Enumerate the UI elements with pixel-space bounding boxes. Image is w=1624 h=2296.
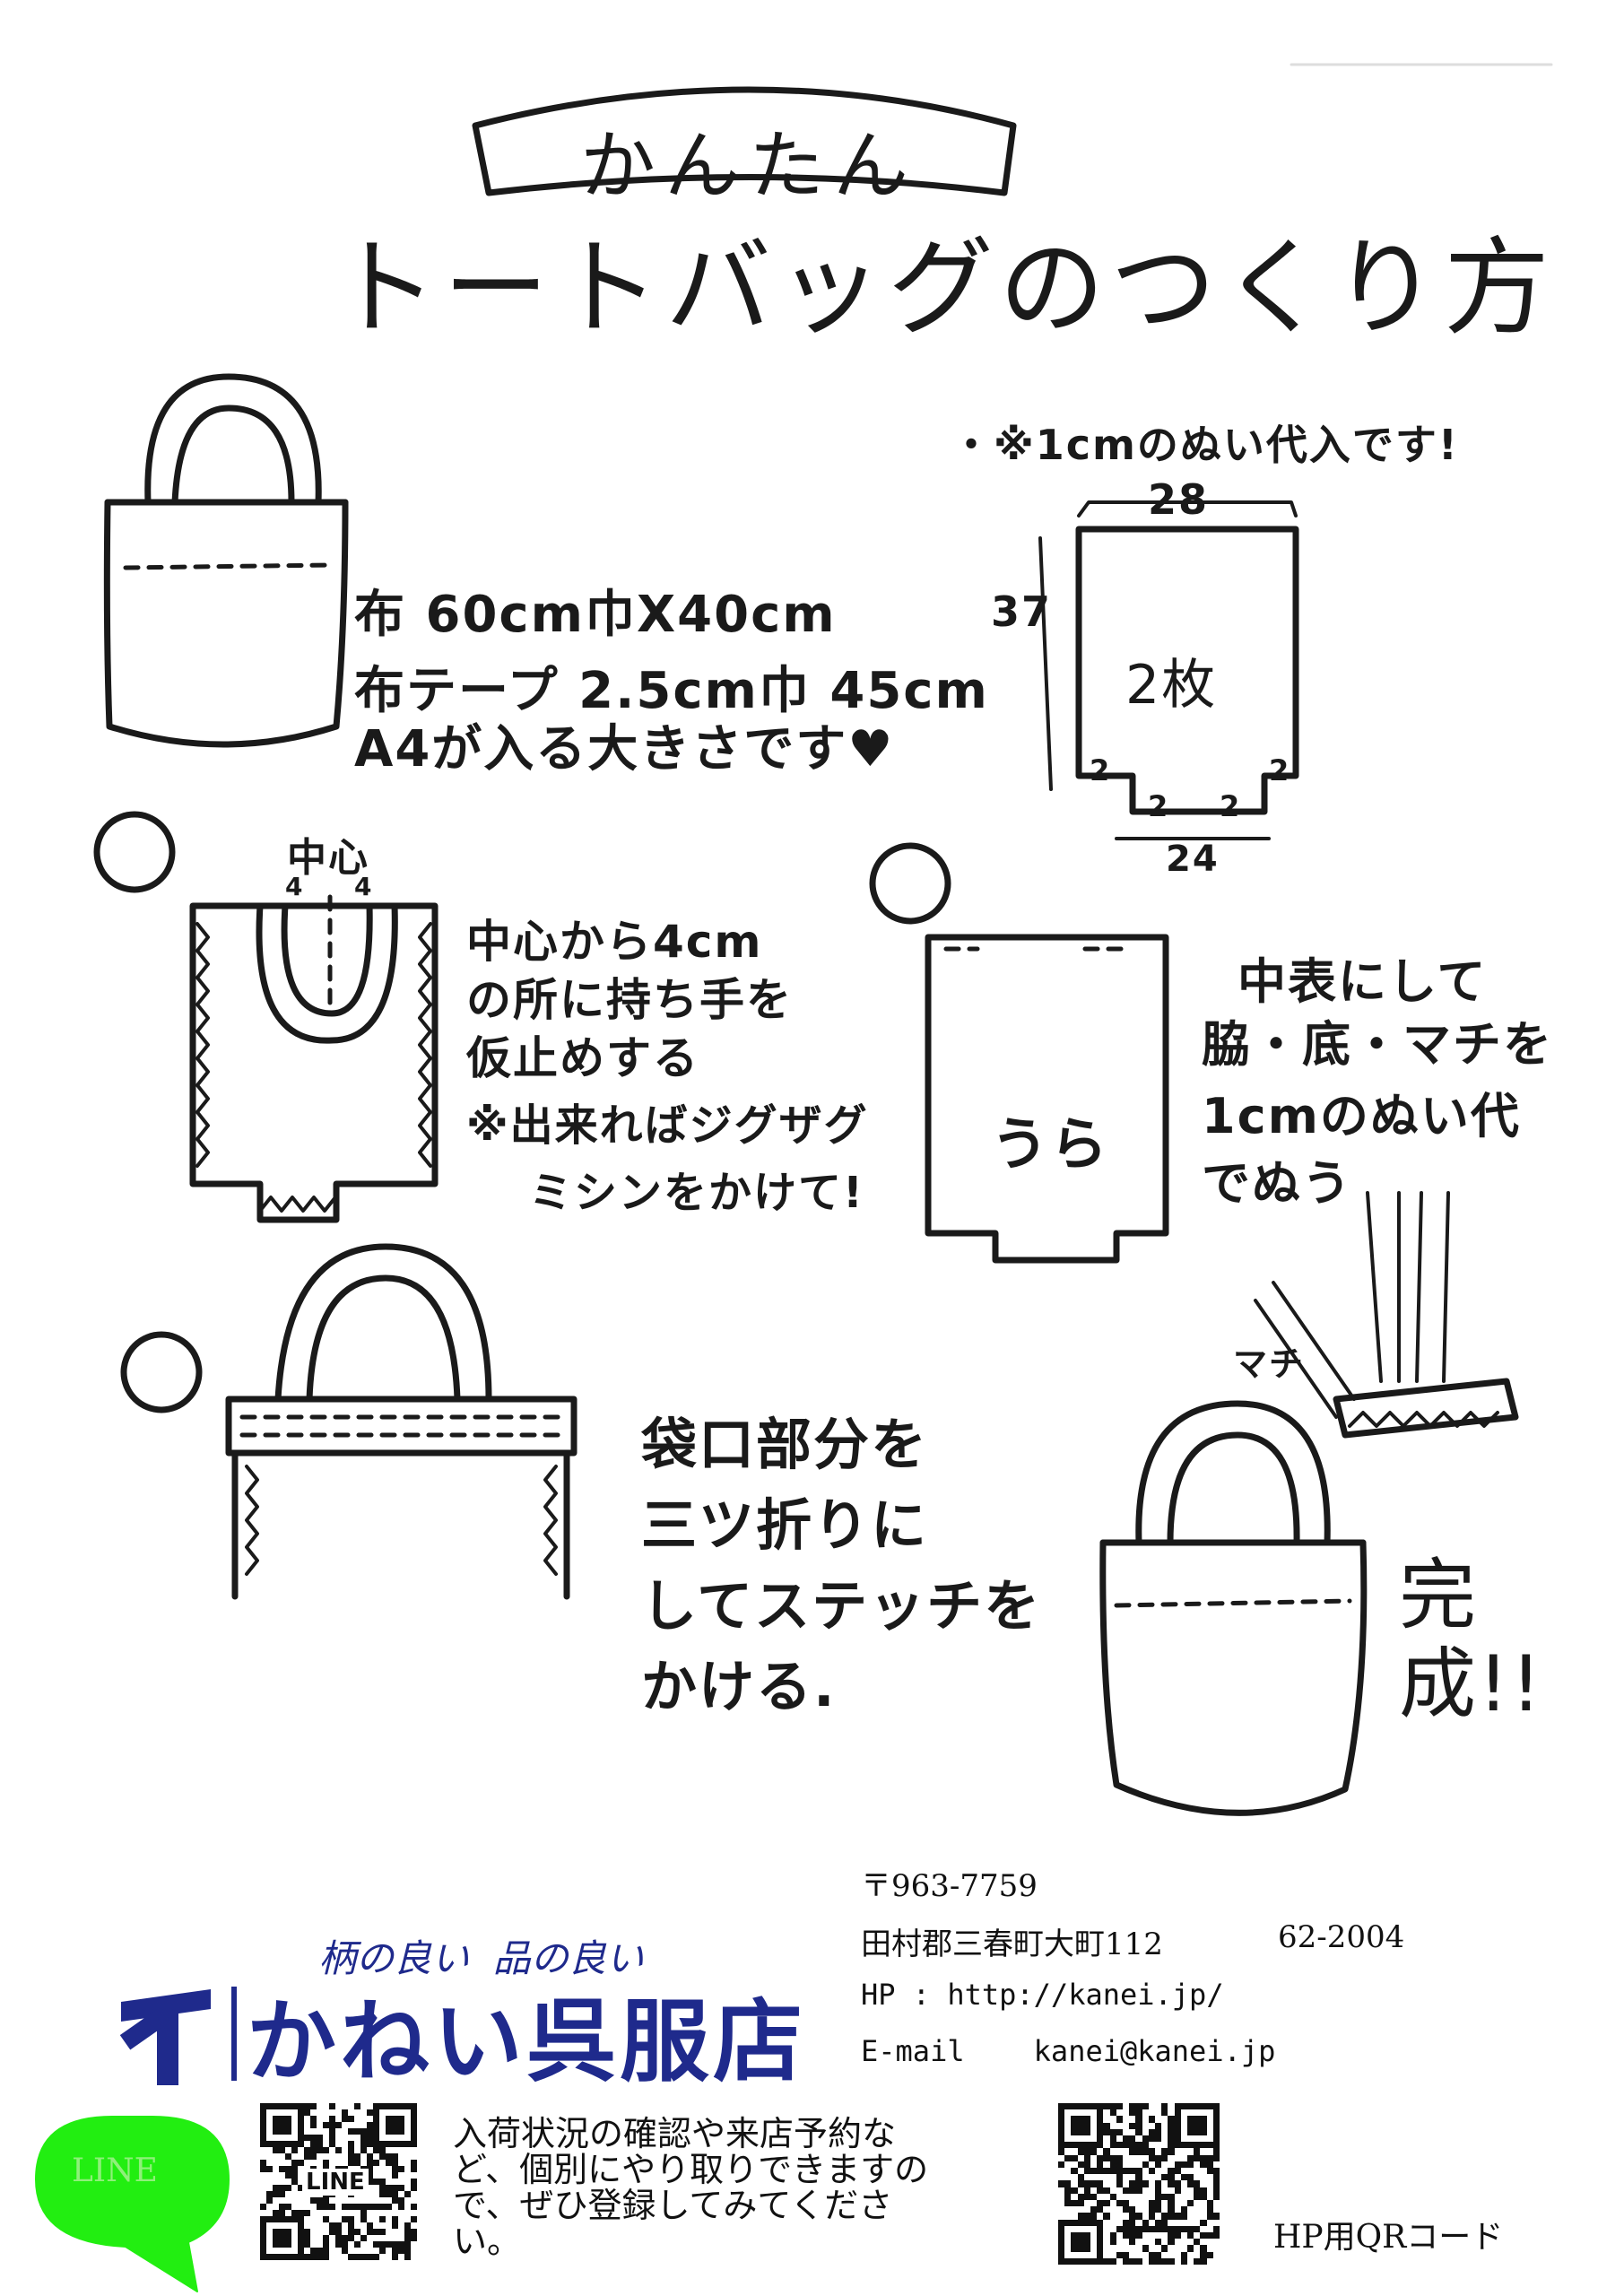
shop-hp[interactable]: HP : http://kanei.jp/ [861, 1978, 1224, 2012]
step2-line-3: 1cmのぬい代 [1202, 1088, 1521, 1144]
seam-allowance-note: ・※1cmのぬい代入です! [951, 421, 1459, 469]
step2-line-2: 脇・底・マチを [1202, 1016, 1553, 1073]
materials-line-3: A4が入る大きさです♥ [354, 720, 895, 778]
pattern-count: 2枚 [1125, 654, 1218, 717]
finished-bag-drawing [1099, 1400, 1368, 1816]
step3-line-4: かける. [641, 1654, 837, 1719]
line-description: 入荷状況の確認や来店予約など、個別にやり取りできますので、ぜひ登録してみてくださ… [453, 2114, 929, 2261]
hp-qr-code[interactable] [1058, 2103, 1220, 2265]
hp-qr-label: HP用QRコード [1273, 2219, 1504, 2256]
step2-drawing [869, 842, 1519, 1439]
step3-line-2: 三ツ折りに [641, 1492, 929, 1558]
step1-line-4: ※出来ればジグザグ [466, 1100, 869, 1151]
shop-logo-mark [112, 1987, 220, 2085]
step1-line-2: の所に持ち手を [466, 974, 793, 1026]
shop-name: かねい呉服店 [247, 1988, 806, 2094]
pattern-notch-left: 2 [1148, 789, 1170, 823]
step2-line-4: でぬう [1202, 1155, 1352, 1212]
shop-address: 田村郡三春町大町112 [861, 1926, 1163, 1962]
pattern-width: 28 [1148, 475, 1210, 524]
line-qr-label: LINE [302, 2169, 369, 2196]
step1-line-1: 中心から4cm [466, 916, 763, 968]
materials-line-1: 布 60cm巾X40cm [354, 586, 837, 644]
shop-logo-divider [231, 1987, 237, 2081]
title-badge: かんたん [579, 122, 917, 210]
shop-tagline: 柄の良い 品の良い [318, 1936, 644, 1980]
line-bubble-label[interactable]: LINE [72, 2152, 158, 2189]
shop-email[interactable]: E-mail kanei@kanei.jp [861, 2034, 1276, 2068]
step3-line-3: してステッチを [641, 1573, 1042, 1639]
step1-offset-right: 4 [354, 872, 374, 901]
shop-postal: 〒963-7759 [861, 1868, 1038, 1904]
pattern-notch-right: 2 [1220, 789, 1242, 823]
page-title: トートバッグのつくり方 [332, 226, 1556, 350]
step3-drawing [120, 1243, 578, 1600]
step1-offset-left: 4 [285, 872, 305, 901]
title-badge-frame [472, 86, 1017, 196]
pattern-height: 37 [991, 587, 1053, 636]
step3-line-1: 袋口部分を [641, 1412, 929, 1477]
pattern-bottom: 24 [1166, 839, 1220, 880]
pattern-corner-right: 2 [1269, 753, 1291, 787]
step2-gusset-label: マチ [1233, 1344, 1306, 1384]
line-bubble-shape [35, 2116, 230, 2292]
shop-phone: 62-2004 [1278, 1919, 1405, 1955]
step1-line-5: ミシンをかけて! [529, 1168, 864, 1218]
materials-line-2: 布テープ 2.5cm巾 45cm [354, 662, 989, 720]
intro-bag-drawing [103, 373, 349, 748]
step1-line-3: 仮止めする [466, 1032, 699, 1084]
finished-label: 完成!! [1399, 1551, 1543, 1729]
pattern-piece-drawing [1038, 500, 1299, 840]
pattern-corner-left: 2 [1090, 753, 1112, 787]
step2-line-1: 中表にして [1238, 953, 1488, 1010]
step1-drawing [93, 811, 439, 1223]
step1-center-label: 中心 [287, 835, 369, 881]
step2-panel-label: うら [991, 1112, 1109, 1178]
